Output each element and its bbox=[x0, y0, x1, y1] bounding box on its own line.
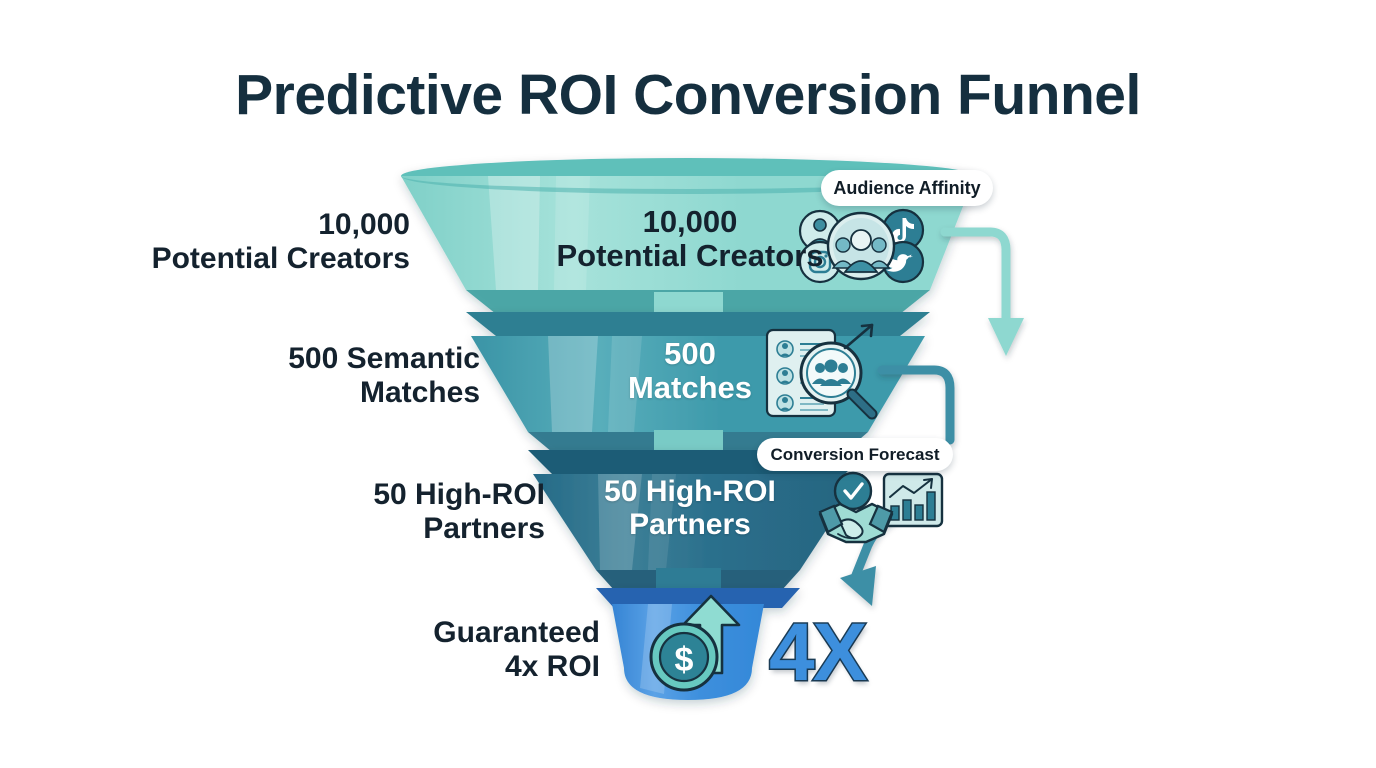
stage-funnel-label-potential-creators: 10,000 Potential Creators bbox=[556, 204, 824, 274]
handshake-icon bbox=[818, 502, 894, 544]
stage-funnel-label-semantic-matches: 500 Matches bbox=[627, 336, 753, 406]
badge-audience-affinity: Audience Affinity bbox=[821, 170, 993, 206]
stage-arrow-3 bbox=[638, 568, 738, 624]
stage1-icon-cluster bbox=[798, 208, 925, 284]
connector-top bbox=[940, 227, 1024, 356]
tiktok-icon bbox=[881, 208, 925, 252]
funnel-stage-semantic-matches bbox=[466, 312, 930, 452]
check-circle-icon bbox=[833, 471, 873, 511]
stage-funnel-label-high-roi-partners: 50 High-ROI Partners bbox=[604, 475, 776, 541]
group-avatar-icon bbox=[826, 211, 896, 281]
stage-arrow-2 bbox=[634, 430, 742, 490]
stage-side-label-semantic-matches: 500 Semantic Matches bbox=[288, 342, 480, 409]
funnel-stage-high-roi-partners bbox=[528, 450, 868, 590]
badge-conversion-forecast: Conversion Forecast bbox=[757, 438, 953, 471]
twitter-icon bbox=[881, 240, 925, 284]
page-title: Predictive ROI Conversion Funnel bbox=[235, 63, 1141, 127]
trend-arrow-icon bbox=[843, 323, 874, 350]
stage-side-label-potential-creators: 10,000 Potential Creators bbox=[151, 208, 410, 275]
profile-list-icon bbox=[765, 328, 837, 418]
bar-chart-growth-icon bbox=[882, 472, 944, 528]
magnifier-group-icon bbox=[799, 341, 878, 420]
roi-multiplier-label: 4X bbox=[767, 606, 868, 700]
svg-text:$: $ bbox=[675, 641, 694, 679]
stage-arrow-1 bbox=[634, 292, 742, 352]
up-arrow-icon bbox=[681, 594, 741, 675]
stage2-icon-cluster bbox=[765, 323, 878, 420]
stage3-icon-cluster bbox=[818, 471, 944, 544]
dollar-coin-icon: $ bbox=[649, 622, 719, 692]
instagram-icon bbox=[798, 240, 842, 284]
stage-side-label-guaranteed-roi: Guaranteed 4x ROI bbox=[433, 616, 600, 683]
connector-mid bbox=[840, 365, 955, 606]
stage-side-label-high-roi-partners: 50 High-ROI Partners bbox=[373, 478, 545, 545]
person-icon bbox=[798, 209, 842, 253]
